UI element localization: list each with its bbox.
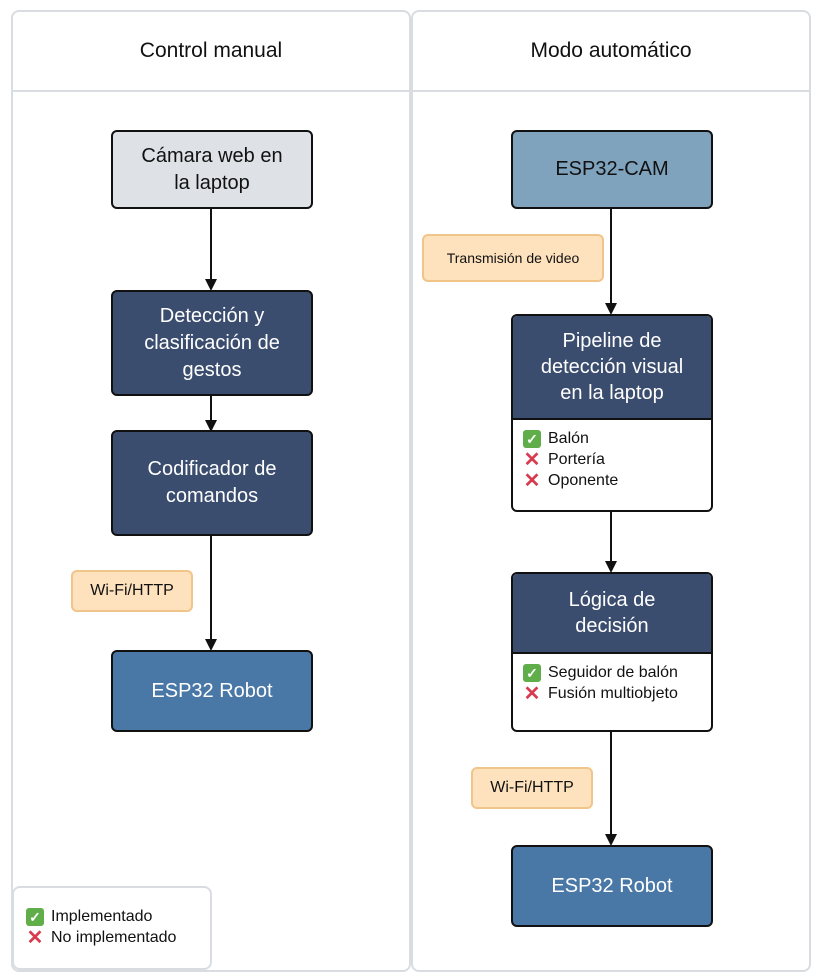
cross-icon: ✕	[26, 926, 44, 949]
card-title: Pipeline de detección visual en la lapto…	[513, 316, 711, 420]
node-esp32-cam: ESP32-CAM	[511, 130, 713, 209]
cross-icon: ✕	[523, 448, 541, 471]
lane-title: Control manual	[13, 12, 409, 92]
arrow-webcam-to-detection	[205, 209, 217, 291]
card-vision-pipeline: Pipeline de detección visual en la lapto…	[511, 314, 713, 512]
arrow-logic-to-robot	[605, 732, 617, 846]
cross-icon: ✕	[523, 469, 541, 492]
list-item: ✓ Balón	[523, 428, 701, 449]
legend-item-implemented: ✓ Implementado	[26, 906, 210, 927]
card-items: ✓ Seguidor de balón ✕ Fusión multiobjeto	[513, 654, 711, 712]
check-icon: ✓	[523, 663, 541, 682]
legend-label: No implementado	[51, 928, 177, 946]
item-label: Seguidor de balón	[548, 663, 678, 681]
item-label: Fusión multiobjeto	[548, 684, 678, 702]
lane-title: Modo automático	[413, 12, 809, 92]
arrow-encoder-to-robot	[205, 536, 217, 651]
tag-video-stream: Transmisión de video	[422, 234, 604, 282]
legend-label: Implementado	[51, 907, 153, 925]
list-item: ✕ Portería	[523, 449, 701, 470]
node-esp32-robot: ESP32 Robot	[511, 845, 713, 927]
card-title: Lógica de decisión	[513, 574, 711, 654]
item-label: Portería	[548, 450, 605, 468]
arrow-detection-to-encoder	[205, 396, 217, 432]
item-label: Balón	[548, 429, 589, 447]
check-icon: ✓	[523, 429, 541, 448]
node-webcam: Cámara web en la laptop	[111, 130, 313, 209]
list-item: ✕ Fusión multiobjeto	[523, 683, 701, 704]
legend-item-not-implemented: ✕ No implementado	[26, 927, 210, 948]
node-esp32-robot: ESP32 Robot	[111, 650, 313, 732]
arrow-pipeline-to-logic	[605, 512, 617, 573]
list-item: ✓ Seguidor de balón	[523, 662, 701, 683]
tag-wifi-http: Wi-Fi/HTTP	[471, 767, 593, 809]
cross-icon: ✕	[523, 682, 541, 705]
node-command-encoder: Codificador de comandos	[111, 430, 313, 536]
item-label: Oponente	[548, 471, 619, 489]
node-gesture-detection: Detección y clasificación de gestos	[111, 290, 313, 396]
card-items: ✓ Balón ✕ Portería ✕ Oponente	[513, 420, 711, 499]
check-icon: ✓	[26, 907, 44, 926]
tag-wifi-http: Wi-Fi/HTTP	[71, 570, 193, 612]
arrow-cam-to-pipeline	[605, 209, 617, 315]
legend: ✓ Implementado ✕ No implementado	[12, 886, 212, 970]
card-decision-logic: Lógica de decisión ✓ Seguidor de balón ✕…	[511, 572, 713, 732]
list-item: ✕ Oponente	[523, 470, 701, 491]
